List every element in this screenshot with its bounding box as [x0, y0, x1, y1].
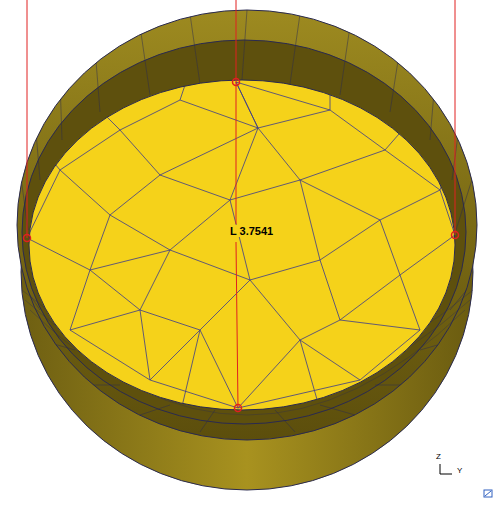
axis-label: Y — [457, 466, 462, 475]
axis-label: Z — [436, 452, 441, 461]
measure-label: L 3.7541 — [228, 225, 275, 237]
